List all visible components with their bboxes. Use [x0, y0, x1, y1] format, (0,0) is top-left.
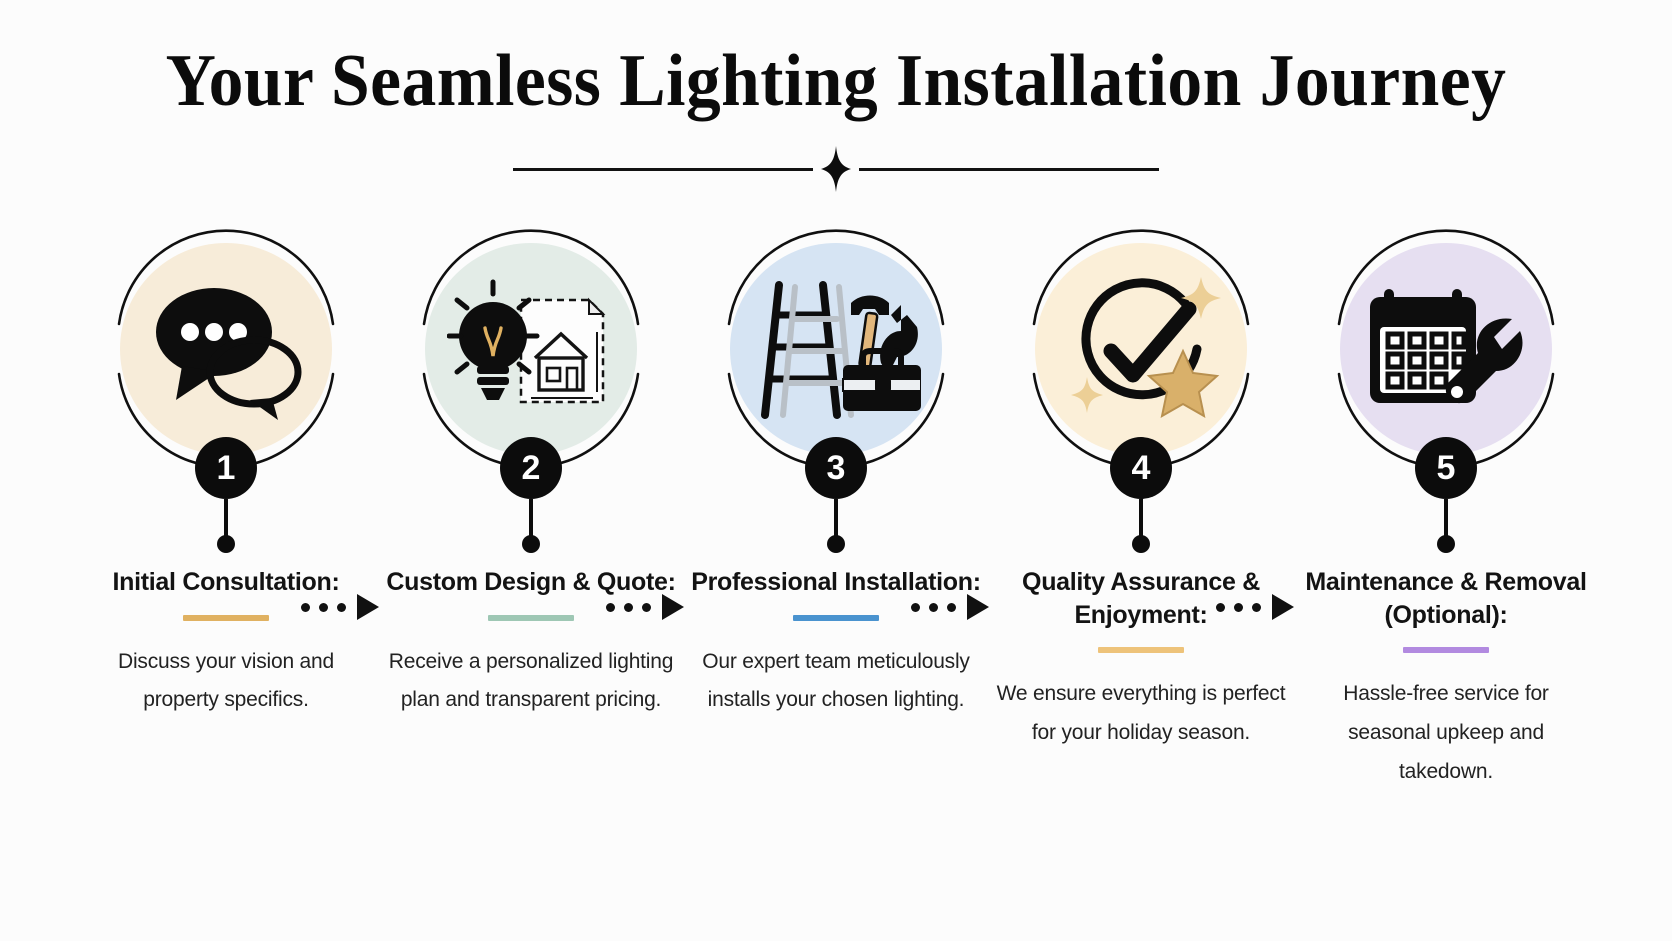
step-4-stem-dot: [1132, 535, 1150, 553]
step-3-caption: Professional Installation: Our expert te…: [691, 566, 981, 720]
connector-4-to-5: [1216, 592, 1294, 622]
step-2-number-badge: 2: [500, 437, 562, 499]
step-2-caption: Custom Design & Quote: Receive a persona…: [386, 566, 676, 720]
step-5-number-badge: 5: [1415, 437, 1477, 499]
connector-dot: [1216, 602, 1225, 612]
ladder-toolbox-icon: [751, 264, 921, 434]
connector-dot: [1252, 602, 1261, 612]
step-3-circle: 3: [711, 224, 961, 553]
connector-dot: [301, 602, 310, 612]
step-2-description: Receive a personalized lighting plan and…: [388, 649, 674, 712]
step-4-accent-bar: [1098, 647, 1184, 653]
step-4[interactable]: 4 Quality Assurance & Enjoyment: We ensu…: [989, 224, 1294, 753]
step-5-circle: 5: [1321, 224, 1571, 553]
step-1-stem: [224, 499, 228, 543]
connector-1-to-2: [301, 592, 379, 622]
step-5-stem-dot: [1437, 535, 1455, 553]
step-1-title: Initial Consultation:: [112, 568, 340, 596]
arrow-head-icon: [1272, 594, 1294, 620]
connector-dot: [624, 602, 633, 612]
step-5[interactable]: 5 Maintenance & Removal (Optional): Hass…: [1294, 224, 1599, 792]
step-1-accent-bar: [183, 614, 269, 621]
step-2-accent-bar: [488, 614, 574, 621]
connector-dot: [642, 602, 651, 612]
step-3[interactable]: 3 Professional Installation: Our expert …: [684, 224, 989, 720]
step-1-circle: 1: [101, 224, 351, 553]
four-point-sparkle-icon: [813, 146, 859, 192]
chat-bubbles-icon: [141, 264, 311, 434]
divider-line-right: [859, 167, 1159, 171]
connector-dot: [319, 602, 328, 612]
step-2-stem-dot: [522, 535, 540, 553]
connector-dot: [947, 602, 956, 612]
arrow-head-icon: [357, 594, 379, 620]
arrow-head-icon: [662, 594, 684, 620]
step-4-title: Quality Assurance & Enjoyment:: [1022, 568, 1260, 629]
connector-dot: [337, 602, 346, 612]
step-3-number-badge: 3: [805, 437, 867, 499]
step-5-description: Hassle-free service for seasonal upkeep …: [1343, 682, 1549, 783]
connector-dot: [929, 602, 938, 612]
step-1[interactable]: 1 Initial Consultation: Discuss your vis…: [74, 224, 379, 720]
step-2-stem: [529, 499, 533, 543]
step-3-description: Our expert team meticulously installs yo…: [702, 649, 970, 712]
step-3-stem-dot: [827, 535, 845, 553]
step-1-number-badge: 1: [195, 437, 257, 499]
check-circle-star-icon: [1056, 264, 1226, 434]
steps-container: 1 Initial Consultation: Discuss your vis…: [0, 224, 1672, 792]
step-2-circle: 2: [406, 224, 656, 553]
calendar-wrench-icon: [1361, 264, 1531, 434]
step-2[interactable]: 2 Custom Design & Quote: Receive a perso…: [379, 224, 684, 720]
connector-dot: [1234, 602, 1243, 612]
title-divider: [0, 146, 1672, 192]
step-4-description: We ensure everything is perfect for your…: [996, 682, 1286, 744]
arrow-head-icon: [967, 594, 989, 620]
step-5-accent-bar: [1403, 647, 1489, 653]
step-1-description: Discuss your vision and property specifi…: [118, 649, 334, 712]
divider-line-left: [513, 167, 813, 171]
step-4-caption: Quality Assurance & Enjoyment: We ensure…: [996, 566, 1286, 753]
step-1-stem-dot: [217, 535, 235, 553]
step-5-stem: [1444, 499, 1448, 543]
step-4-number-badge: 4: [1110, 437, 1172, 499]
step-4-circle: 4: [1016, 224, 1266, 553]
connector-2-to-3: [606, 592, 684, 622]
connector-dot: [911, 602, 920, 612]
step-5-caption: Maintenance & Removal (Optional): Hassle…: [1301, 566, 1591, 792]
step-3-stem: [834, 499, 838, 543]
step-3-title: Professional Installation:: [691, 568, 981, 596]
step-4-stem: [1139, 499, 1143, 543]
lightbulb-blueprint-icon: [446, 264, 616, 434]
step-3-accent-bar: [793, 614, 879, 621]
step-5-title: Maintenance & Removal (Optional):: [1305, 568, 1587, 629]
step-1-caption: Initial Consultation: Discuss your visio…: [81, 566, 371, 720]
step-2-title: Custom Design & Quote:: [386, 568, 676, 596]
connector-dot: [606, 602, 615, 612]
page-title: Your Seamless Lighting Installation Jour…: [165, 40, 1507, 122]
connector-3-to-4: [911, 592, 989, 622]
